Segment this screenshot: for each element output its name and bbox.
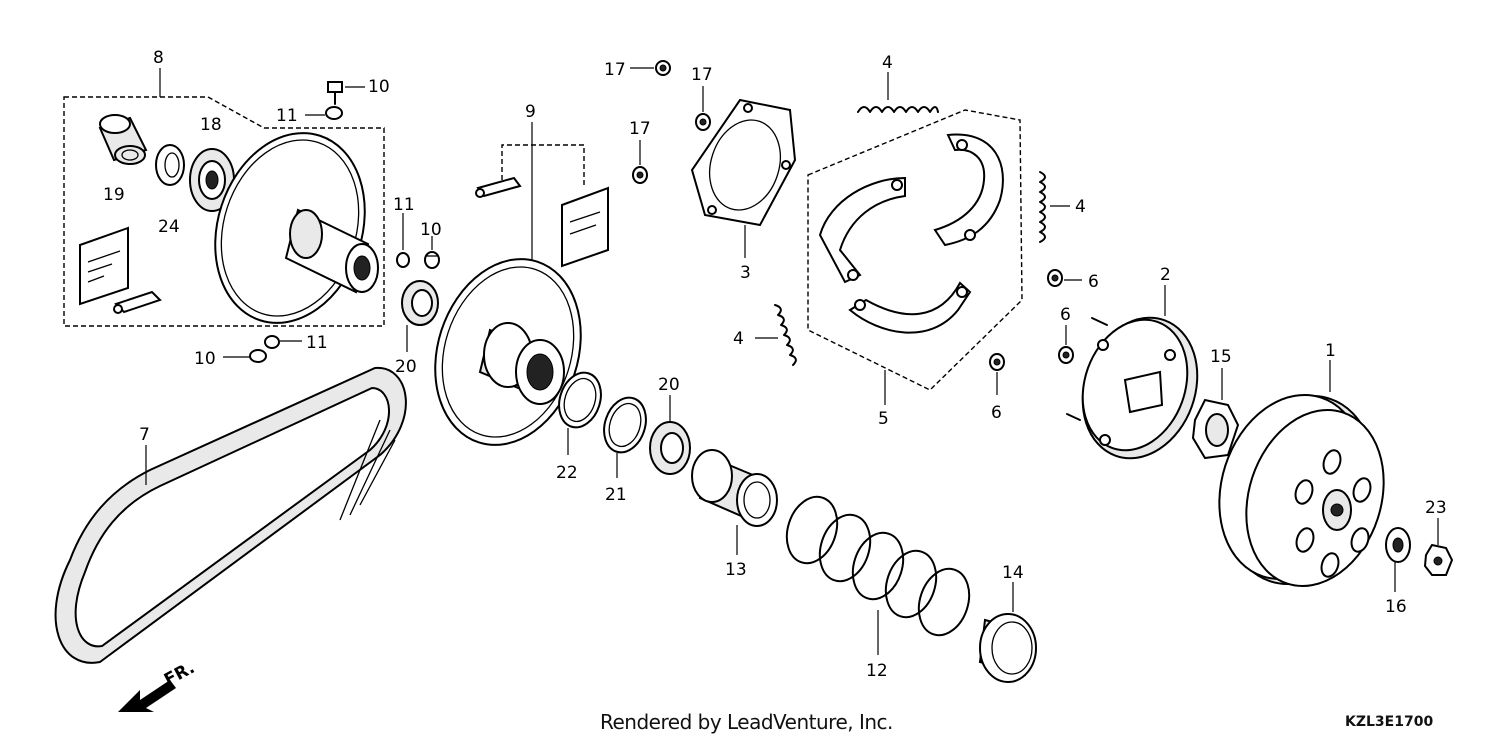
callout-c10a: 10 [368,77,390,97]
washer-16 [1385,527,1411,563]
bolt-bottom [249,335,280,363]
callout-c8: 8 [153,48,164,68]
clutch-plate [690,98,797,227]
nut-17-mid [695,113,711,131]
front-direction-arrow [118,680,176,712]
clutch-nut [1191,398,1240,460]
callout-c17c: 17 [629,119,651,139]
group-5-outline [807,109,1023,391]
bolt-top [325,81,343,120]
callout-c16: 16 [1385,597,1407,617]
nut-6-c [989,353,1005,371]
driven-face [214,132,379,324]
nut-17-top [655,60,671,76]
callout-c10b: 10 [420,220,442,240]
callout-c11a: 11 [276,106,298,126]
callout-c17b: 17 [691,65,713,85]
driven-pulley-face [434,258,582,446]
spring-4-top [857,106,939,113]
bolt-10 [424,251,440,269]
nut-6-b [1058,346,1074,364]
callout-c2: 2 [1160,265,1171,285]
spring-4-bottom [774,304,797,366]
callout-c5: 5 [878,409,889,429]
callout-c4c: 4 [733,329,744,349]
nut-23 [1423,543,1454,576]
callout-c6c: 6 [991,403,1002,423]
nut-17-low [632,166,648,184]
clutch-outer [1218,394,1385,587]
callout-c20a: 20 [395,357,417,377]
nut-6-a [1047,269,1063,287]
drive-belt [54,366,407,664]
clutch-shoe-bottom [848,281,972,334]
seal-20-right [649,421,691,475]
callout-c4b: 4 [1075,197,1086,217]
callout-c11c: 11 [306,333,328,353]
callout-c24: 24 [158,217,180,237]
diagram-code: KZL3E1700 [1345,714,1434,730]
callout-c15: 15 [1210,347,1232,367]
callout-c3: 3 [740,263,751,283]
callout-c22: 22 [556,463,578,483]
drive-plate [1066,316,1199,460]
pin-piece [475,176,522,198]
seal-20-left [401,280,439,326]
callout-c20b: 20 [658,375,680,395]
callout-c10c: 10 [194,349,216,369]
callout-c13: 13 [725,560,747,580]
grease-label [79,226,129,306]
clutch-shoe-left [818,176,906,284]
group-8-outline [63,96,385,327]
callout-c7: 7 [139,425,150,445]
group-9-bracket [501,144,585,188]
needle-bearing [98,114,148,165]
callout-c18: 18 [200,115,222,135]
callout-c21: 21 [605,485,627,505]
washer-11 [396,252,410,268]
o-ring-21 [603,396,647,454]
credit-text: Rendered by LeadVenture, Inc. [600,710,893,734]
seal-collar-14 [978,613,1037,683]
spring-4-right [1039,171,1046,243]
oil-seal [155,144,185,186]
ball-bearing [189,148,235,212]
callout-c6a: 6 [1088,272,1099,292]
clutch-shoe-right [933,133,1004,247]
callout-c23: 23 [1425,498,1447,518]
callout-c11b: 11 [393,195,415,215]
callout-c4a: 4 [882,53,893,73]
guide-pin [113,290,162,314]
callout-c12: 12 [866,661,888,681]
grease-label-2 [561,186,609,268]
collar [691,449,778,527]
callout-c17a: 17 [604,60,626,80]
callout-c19: 19 [103,185,125,205]
callout-c6b: 6 [1060,305,1071,325]
callout-c1: 1 [1325,341,1336,361]
callout-c14: 14 [1002,563,1024,583]
driven-face-spring [785,495,971,637]
callout-c9: 9 [525,102,536,122]
